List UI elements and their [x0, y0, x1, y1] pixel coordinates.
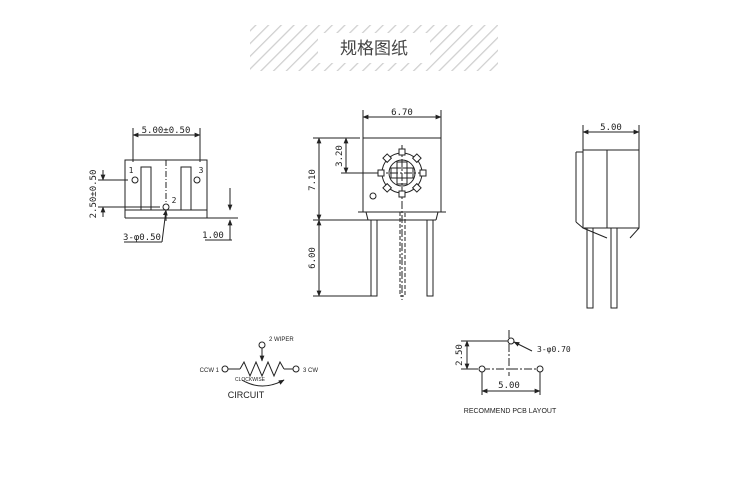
pcb-caption: RECOMMEND PCB LAYOUT [464, 408, 557, 415]
circuit-clockwise-label: CLOCKWISE [235, 377, 266, 383]
dim-label-side-width: 6.70 [391, 108, 413, 118]
circuit-terminal-wiper [258, 341, 266, 349]
pcb-dim-label-horizontal: 5.00 [498, 381, 520, 391]
dim-label-height: 2.50±0.50 [89, 170, 99, 219]
end-body-outline [582, 149, 640, 229]
pin-label-2: 2 [172, 196, 177, 205]
pcb-hole-leader [513, 341, 533, 352]
circuit-wiper-label: 2 WIPER [269, 337, 294, 343]
circuit-terminal-ccw [221, 365, 229, 373]
dim-label-knob-offset: 3.20 [335, 145, 345, 167]
dim-label-hole: 3-φ0.50 [123, 233, 161, 243]
dim-label-lead-length: 6.00 [308, 247, 318, 269]
circuit-schematic [221, 341, 300, 387]
pcb-hole-right [536, 365, 544, 373]
front-slot-left [140, 166, 152, 211]
front-pin3-hole [193, 176, 201, 184]
title-banner: 规格图纸 [250, 25, 498, 71]
front-slot-right [180, 166, 192, 211]
title-backdrop [318, 33, 430, 63]
end-lead-left [586, 227, 594, 309]
end-foot-right [629, 227, 640, 239]
dim-label-body-height: 7.10 [308, 169, 318, 191]
dim-label-end-width: 5.00 [600, 123, 622, 133]
dim-label-pin-spacing: 5.00±0.50 [142, 126, 191, 136]
knob-gear-teeth [377, 148, 427, 198]
side-lead-right [426, 219, 434, 297]
knob-index-mark [369, 192, 377, 200]
circuit-cw-label: 3 CW [303, 368, 318, 374]
circuit-ccw-label: CCW 1 [200, 368, 220, 374]
side-lead-left [370, 219, 378, 297]
circuit-terminal-cw [292, 365, 300, 373]
pcb-dim-label-vertical: 2.50 [455, 344, 465, 366]
end-view [575, 125, 640, 309]
pin-label-1: 1 [129, 166, 134, 175]
side-view [313, 110, 446, 300]
side-foot-right [435, 211, 439, 221]
pcb-dim-label-hole: 3-φ0.70 [537, 345, 571, 354]
leader-hole [161, 209, 168, 243]
resistor-zigzag [239, 360, 285, 378]
pin-label-3: 3 [199, 166, 204, 175]
side-foot-left [365, 211, 369, 221]
clockwise-arrow [241, 379, 285, 387]
pcb-hole-wiper [507, 337, 515, 345]
front-view [98, 128, 238, 243]
pcb-layout [461, 330, 544, 395]
end-flange-bottom [575, 221, 584, 229]
circuit-caption: CIRCUIT [228, 390, 265, 400]
knob-slot [390, 161, 414, 185]
front-pin2-hole [162, 203, 170, 211]
pcb-hole-left [478, 365, 486, 373]
page-title: 规格图纸 [340, 39, 408, 59]
dim-label-standoff: 1.00 [202, 231, 224, 241]
end-lead-right [610, 227, 618, 309]
front-pin1-hole [131, 176, 139, 184]
